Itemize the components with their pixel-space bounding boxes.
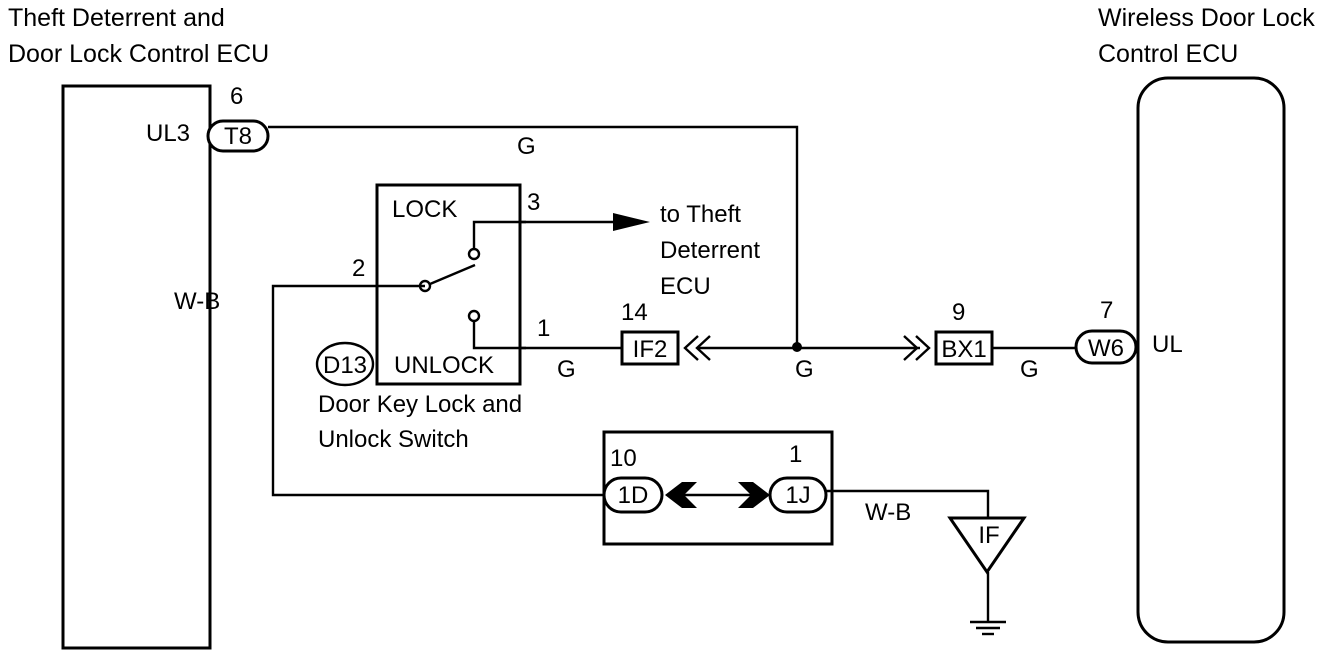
wire-common-to-1d xyxy=(271,284,604,497)
wire-top-color: G xyxy=(517,133,536,160)
left-ecu-pin-number: 6 xyxy=(230,83,243,110)
switch-lock-terminal xyxy=(467,247,481,261)
connector-1d xyxy=(602,476,664,514)
switch-unlock-terminal xyxy=(467,309,481,323)
wire-bx1-color: G xyxy=(1020,356,1039,383)
junction-bx1-box xyxy=(934,330,994,366)
connector-1j xyxy=(768,476,828,514)
wire-unlock-color: G xyxy=(557,356,576,383)
connector-w6-label: W6 xyxy=(1088,335,1124,362)
switch-pin-common: 2 xyxy=(352,255,365,282)
connector-d13-label: D13 xyxy=(323,352,367,379)
connector-t8-label: T8 xyxy=(224,123,252,150)
ground-point-triangle xyxy=(947,516,1027,575)
switch-blade xyxy=(429,263,476,286)
switch-lock-label: LOCK xyxy=(392,196,457,223)
if2-pin: 14 xyxy=(621,299,648,326)
1d-connector-chevron xyxy=(665,482,697,508)
junction-block-right-pin: 1 xyxy=(789,441,802,468)
switch-pin-unlock: 1 xyxy=(537,315,550,342)
ground-icon xyxy=(970,620,1006,636)
switch-box xyxy=(375,183,522,386)
right-ecu-pin-number: 7 xyxy=(1100,297,1113,324)
junction-block-left-pin: 10 xyxy=(610,445,637,472)
connector-1j-label: 1J xyxy=(785,482,810,509)
bx1-connector-chevron-2 xyxy=(915,335,931,361)
wire-1j-ground xyxy=(826,489,990,518)
lock-destination-line3: ECU xyxy=(660,273,711,300)
ground-point-label: IF xyxy=(978,522,999,549)
left-ecu-title-line1: Theft Deterrent and xyxy=(8,4,225,32)
switch-lock-contact xyxy=(472,220,526,254)
connector-1d-label: 1D xyxy=(618,482,649,509)
switch-pin-lock: 3 xyxy=(527,189,540,216)
switch-unlock-contact xyxy=(472,318,526,350)
left-ecu-box xyxy=(61,84,212,650)
bx1-connector-chevron-1 xyxy=(903,335,919,361)
left-ecu-side-wire-label: W-B xyxy=(174,288,220,315)
right-ecu-pin-name: UL xyxy=(1152,331,1183,358)
junction-if2-label: IF2 xyxy=(633,336,668,363)
switch-name-line1: Door Key Lock and xyxy=(318,391,522,418)
connector-t8 xyxy=(206,119,270,153)
switch-name-line2: Unlock Switch xyxy=(318,426,469,453)
left-ecu-pin-name: UL3 xyxy=(146,120,190,147)
1j-connector-chevron xyxy=(738,482,770,508)
switch-unlock-label: UNLOCK xyxy=(394,352,494,379)
splice-point xyxy=(792,342,802,352)
right-ecu-title-line1: Wireless Door Lock xyxy=(1098,4,1315,32)
junction-bx1-label: BX1 xyxy=(941,336,986,363)
connector-d13 xyxy=(315,341,375,387)
arrow-to-theft-ecu xyxy=(613,213,650,231)
right-ecu-box xyxy=(1136,76,1286,644)
left-ecu-title-line2: Door Lock Control ECU xyxy=(8,40,269,68)
right-ecu-title-line2: Control ECU xyxy=(1098,40,1238,68)
wire-ground-color: W-B xyxy=(865,499,911,526)
lock-destination-line1: to Theft xyxy=(660,201,741,228)
wire-if2-color: G xyxy=(795,356,814,383)
bx1-pin: 9 xyxy=(952,299,965,326)
if2-connector-chevron-1 xyxy=(683,335,699,361)
lock-destination-line2: Deterrent xyxy=(660,237,760,264)
connector-w6 xyxy=(1074,329,1138,365)
junction-if2-box xyxy=(620,330,680,366)
wire-ul3-top xyxy=(268,125,799,347)
